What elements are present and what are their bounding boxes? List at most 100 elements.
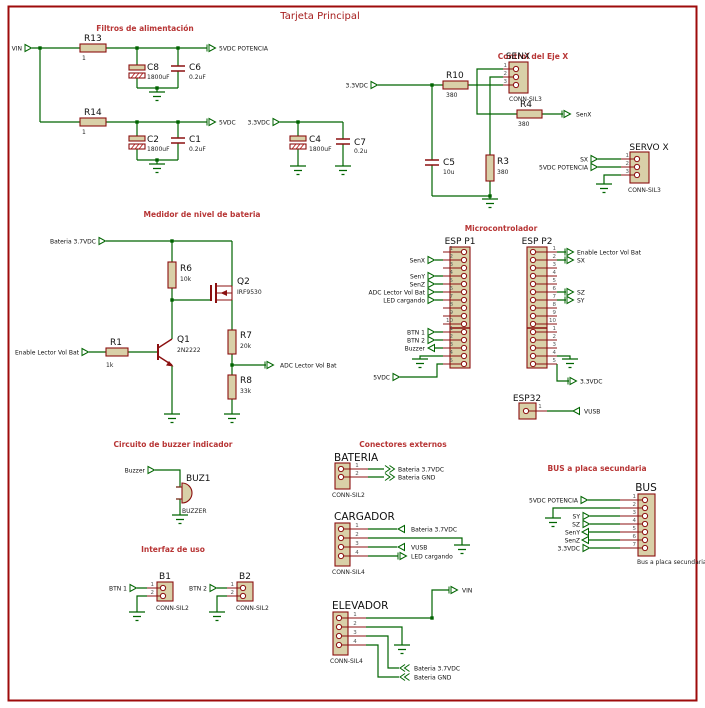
pin[interactable] [529,296,537,304]
connector-b1[interactable]: B1 1 2 CONN-SIL2 [147,572,189,612]
resistor-r8[interactable]: R8 33k [227,374,252,400]
pin[interactable] [337,465,345,473]
pin[interactable] [460,304,468,312]
sx-terminal-arrow[interactable] [564,256,574,264]
vusb-terminal-arrow[interactable] [572,407,580,415]
v5pot-terminal-arrow[interactable] [580,496,588,504]
v5-terminal-arrow[interactable] [392,373,400,381]
resistor-r14[interactable]: R14 1 [79,108,107,136]
transistor-q2[interactable]: Q2 IRF9530 [210,277,262,303]
btn1-terminal-arrow[interactable] [427,328,435,336]
connector-bateria[interactable]: BATERIA 1 2 CONN-SIL2 [332,452,379,499]
bat37-terminal-arrow[interactable] [399,664,410,672]
pin[interactable] [529,336,537,344]
v5pot-terminal-arrow[interactable] [206,44,216,52]
bat37-terminal-arrow[interactable] [397,525,405,533]
pin[interactable] [239,592,247,600]
pin[interactable] [633,171,641,179]
pin[interactable] [159,584,167,592]
pin[interactable] [641,528,649,536]
pin[interactable] [337,534,345,542]
pin[interactable] [529,312,537,320]
transistor-q1[interactable]: Q1 2N2222 [157,335,201,367]
pin[interactable] [239,584,247,592]
resistor-r4[interactable]: R4 380 [516,100,543,128]
sz-terminal-arrow[interactable] [564,288,574,296]
pin[interactable] [512,81,520,89]
pin[interactable] [529,272,537,280]
enable-terminal-arrow[interactable] [564,248,574,256]
buzzer-terminal-arrow[interactable] [147,466,155,474]
led-terminal-arrow[interactable] [427,296,435,304]
pin[interactable] [522,407,530,415]
pin[interactable] [512,73,520,81]
capacitor-c5[interactable]: C5 10u [424,158,455,176]
pin[interactable] [337,552,345,560]
buzzer-terminal-arrow[interactable] [427,344,435,352]
pin[interactable] [529,280,537,288]
resistor-r6[interactable]: R6 10k [167,261,192,289]
capacitor-c8[interactable]: C8 1800uF [128,63,170,81]
resistor-r13[interactable]: R13 1 [79,34,107,62]
pin[interactable] [460,296,468,304]
sz-terminal-arrow[interactable] [582,520,590,528]
v33-terminal-arrow[interactable] [567,377,577,385]
pin[interactable] [529,344,537,352]
capacitor-c1[interactable]: C1 0.2uF [170,135,206,153]
capacitor-c6[interactable]: C6 0.2uF [170,63,206,81]
pin[interactable] [460,336,468,344]
pin[interactable] [460,272,468,280]
senx-out-terminal-arrow[interactable] [561,110,571,118]
pin[interactable] [529,328,537,336]
pin[interactable] [335,632,343,640]
pin[interactable] [337,543,345,551]
vin-out-terminal-arrow[interactable] [448,586,458,594]
pin[interactable] [529,248,537,256]
bat37-terminal-arrow[interactable] [98,237,106,245]
pin[interactable] [335,623,343,631]
seny-terminal-arrow[interactable] [427,272,435,280]
btn1-terminal-arrow[interactable] [129,584,137,592]
v33-terminal-arrow[interactable] [582,544,590,552]
resistor-r3[interactable]: R3 380 [485,154,509,182]
pin[interactable] [460,288,468,296]
pin[interactable] [460,264,468,272]
pin[interactable] [529,352,537,360]
pin[interactable] [641,536,649,544]
connector-b2[interactable]: B2 1 2 CONN-SIL2 [227,572,269,612]
v33-terminal-arrow[interactable] [272,118,280,126]
connector-elevador[interactable]: ELEVADOR 1 2 3 4 CONN-SIL4 [330,600,388,665]
pin[interactable] [460,352,468,360]
vusb-terminal-arrow[interactable] [397,543,405,551]
enable-terminal-arrow[interactable] [81,348,89,356]
resistor-r7[interactable]: R7 20k [227,329,252,355]
pin[interactable] [337,473,345,481]
pin[interactable] [460,320,468,328]
pin[interactable] [335,641,343,649]
sy-terminal-arrow[interactable] [582,512,590,520]
connector-senx[interactable]: SENX 1 2 3 CONN-SIL3 [503,52,542,103]
pin[interactable] [641,512,649,520]
pin[interactable] [529,320,537,328]
capacitor-c7[interactable]: C7 0.2u [335,138,368,155]
resistor-r1[interactable]: R1 1k [105,338,129,369]
btn2-terminal-arrow[interactable] [209,584,217,592]
senz-terminal-arrow[interactable] [581,536,589,544]
pin[interactable] [460,360,468,368]
connector-bus[interactable]: BUS 1 2 3 4 5 6 7 Bus a placa secundaria [620,482,705,566]
pin[interactable] [641,504,649,512]
adc-terminal-arrow[interactable] [264,361,274,369]
pin[interactable] [460,312,468,320]
led-terminal-arrow[interactable] [397,552,407,560]
pin[interactable] [337,525,345,533]
connector-servox[interactable]: SERVO X 1 2 3 CONN-SIL3 [621,143,669,194]
resistor-r10[interactable]: R10 380 [442,71,469,99]
pin[interactable] [529,288,537,296]
pin[interactable] [159,592,167,600]
pin[interactable] [460,280,468,288]
capacitor-c2[interactable]: C2 1800uF [128,135,170,153]
capacitor-c4[interactable]: C4 1800uF [289,135,332,153]
bat37-terminal-arrow[interactable] [384,465,395,473]
connector-esp-p2[interactable]: ESP P2 1 2 3 4 5 6 7 8 9 10 1 2 3 4 5 [522,237,557,369]
